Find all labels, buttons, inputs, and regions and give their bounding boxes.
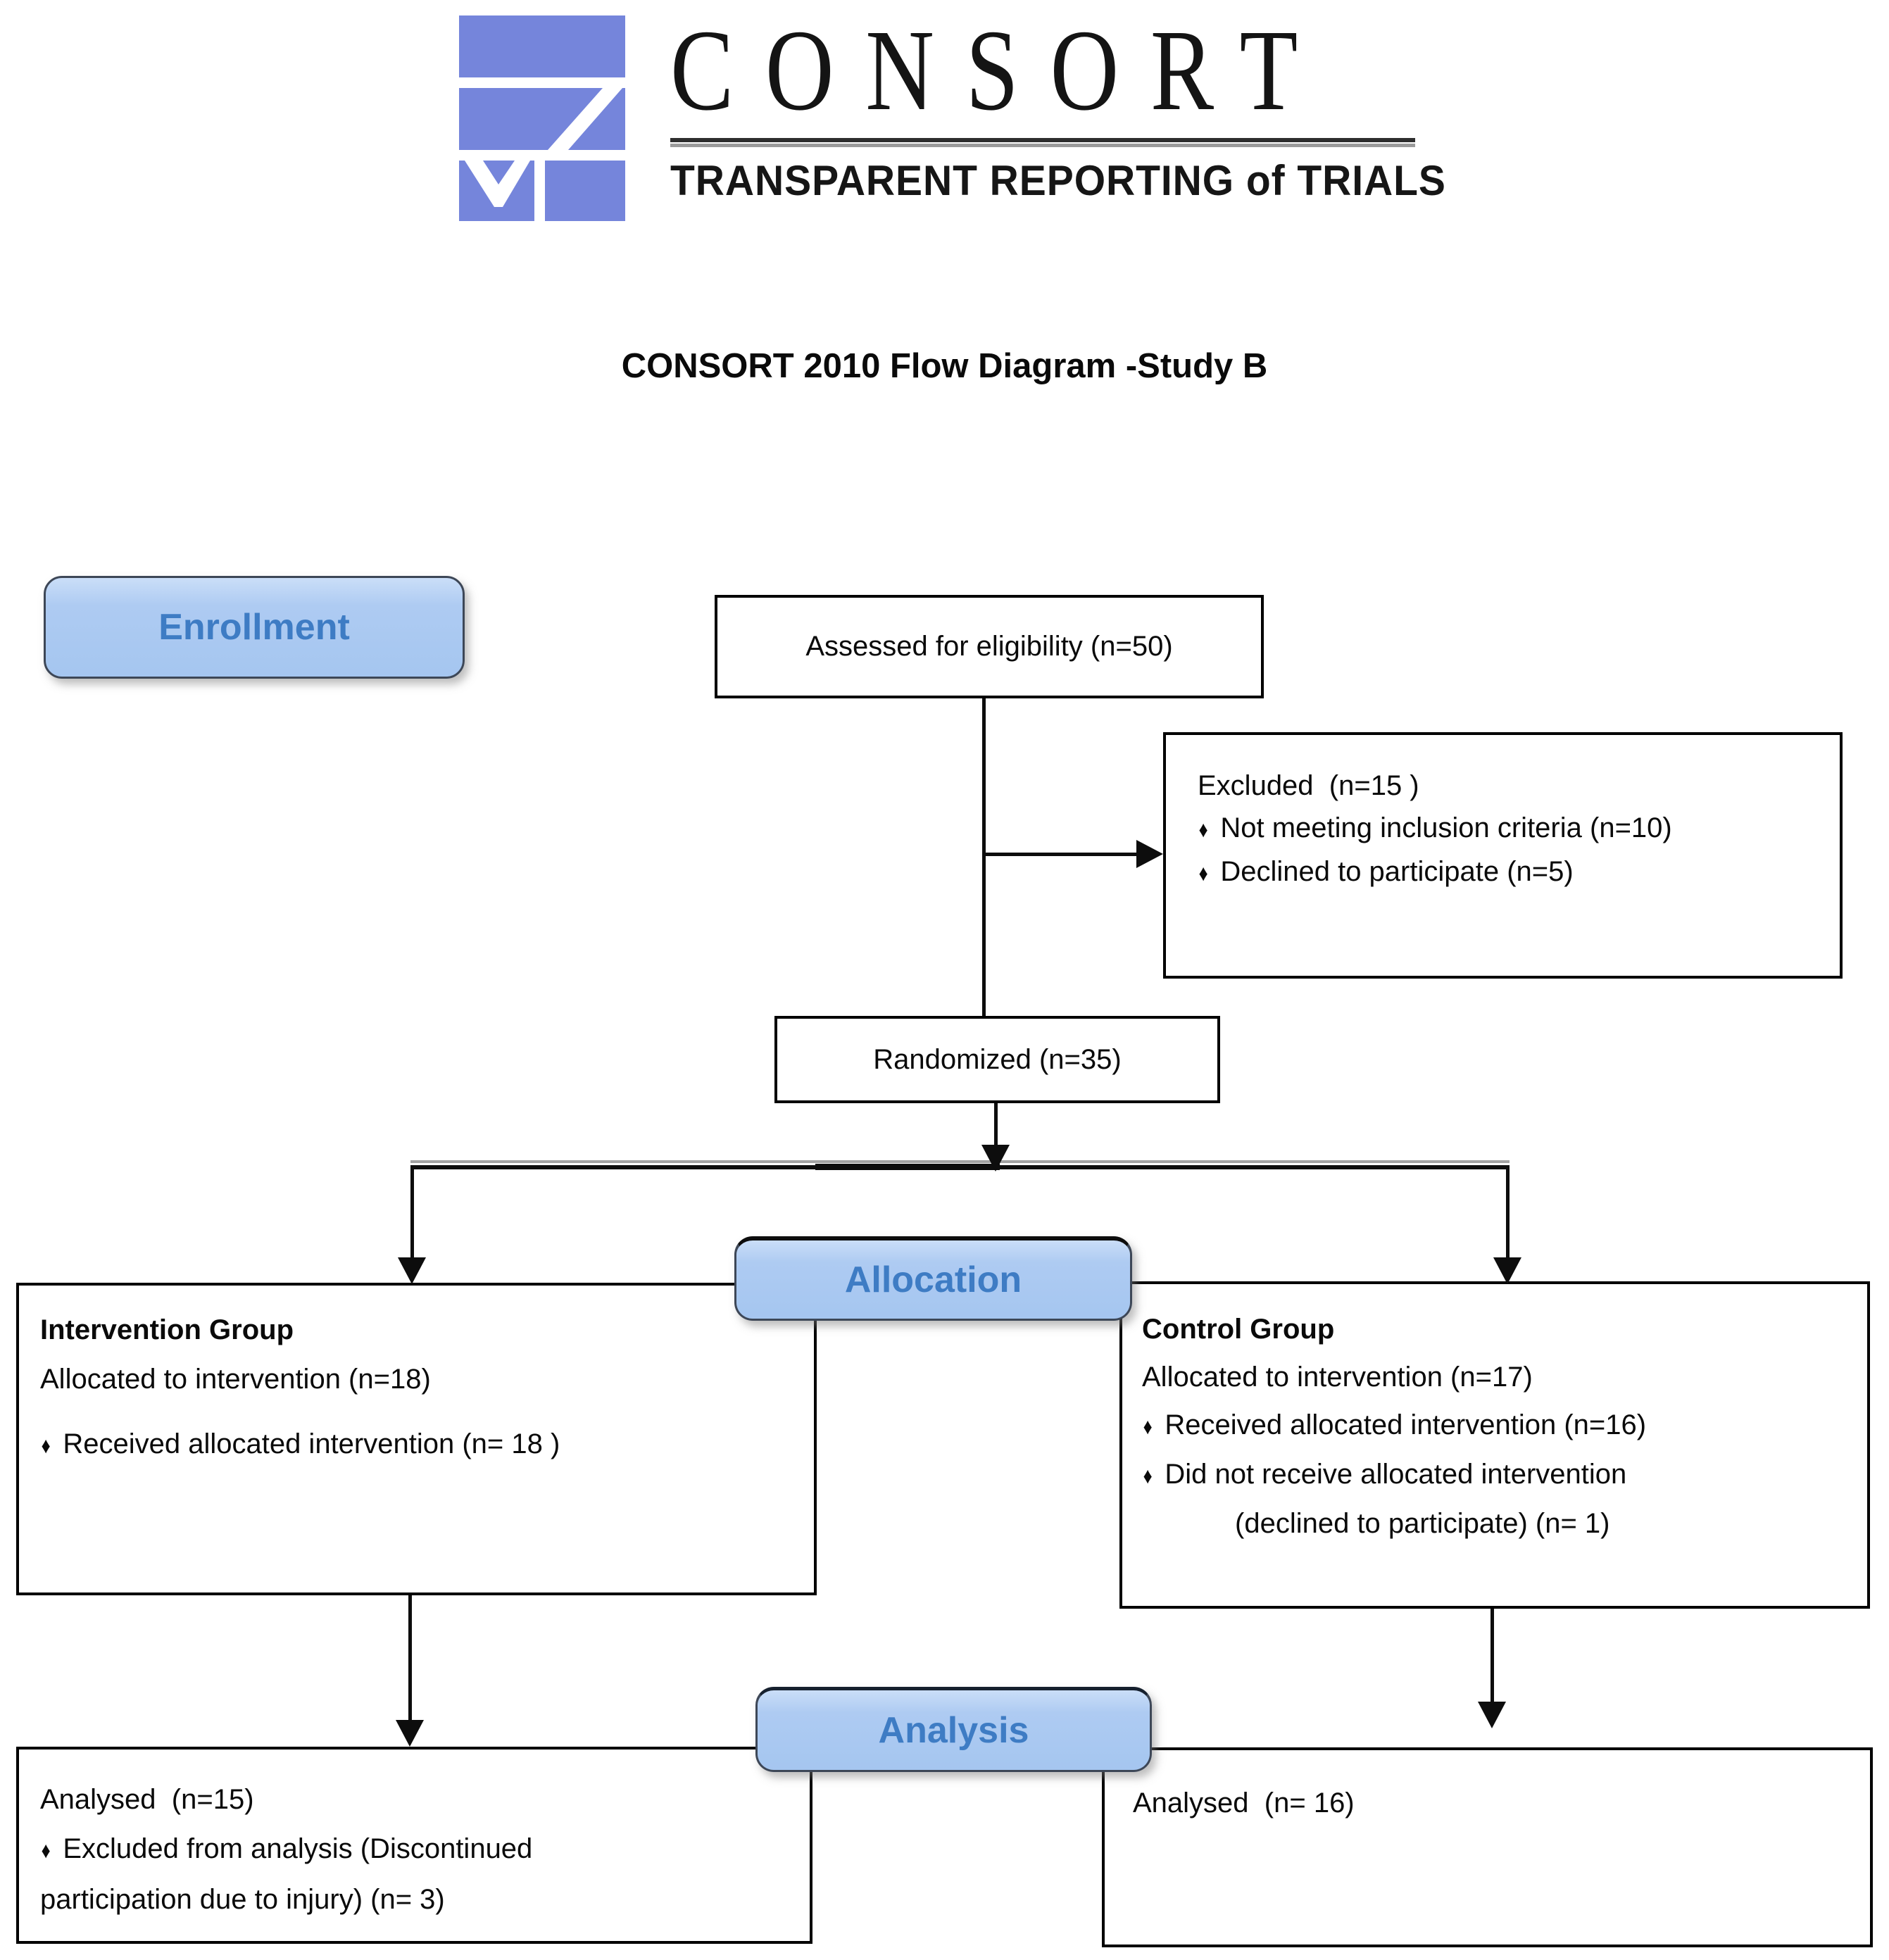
stage-label-analysis-text: Analysis: [878, 1709, 1029, 1751]
consort-wordmark: CONSORT: [670, 6, 1329, 134]
branch-line-shadow: [410, 1160, 1510, 1163]
connector-intervention-to-analysed: [408, 1595, 412, 1722]
intervention-title: Intervention Group: [40, 1314, 294, 1345]
analysed-intervention-title: Analysed (n=15): [40, 1784, 254, 1815]
box-analysed-intervention: Analysed (n=15) ♦ Excluded from analysis …: [16, 1747, 812, 1944]
excluded-bullet-1-text: Not meeting inclusion criteria (n=10): [1220, 812, 1672, 843]
diamond-bullet-icon: ♦: [1143, 1414, 1153, 1439]
page-title: CONSORT 2010 Flow Diagram -Study B: [621, 347, 1268, 385]
branch-line-dark-segment: [815, 1164, 1000, 1170]
control-bullet-2-continuation: (declined to participate) (n= 1): [1235, 1508, 1610, 1539]
randomized-text: Randomized (n=35): [873, 1043, 1122, 1075]
arrowhead-down-intervention-icon: [398, 1257, 426, 1284]
box-control-group: Control Group Allocated to intervention …: [1119, 1281, 1870, 1609]
connector-randomized-to-branch: [994, 1103, 998, 1147]
diamond-bullet-icon: ♦: [1198, 860, 1208, 886]
control-bullet-1-text: Received allocated intervention (n=16): [1165, 1409, 1647, 1440]
control-title: Control Group: [1142, 1314, 1335, 1345]
box-intervention-group: Intervention Group Allocated to interven…: [16, 1283, 817, 1595]
arrowhead-right-excluded-icon: [1136, 840, 1163, 868]
analysed-control-title: Analysed (n= 16): [1133, 1788, 1355, 1818]
logo-divider-gray: [670, 144, 1415, 147]
consort-logo-icon: [459, 15, 625, 221]
analysed-intervention-bullet-1: ♦ Excluded from analysis (Discontinued: [40, 1824, 796, 1875]
arrowhead-down-branch-icon: [981, 1145, 1010, 1171]
diamond-bullet-icon: ♦: [41, 1837, 51, 1863]
excluded-title: Excluded (n=15 ): [1198, 770, 1419, 801]
connector-assessed-to-randomized: [982, 698, 986, 1016]
connector-branch-to-intervention: [410, 1165, 414, 1259]
diamond-bullet-icon: ♦: [1143, 1463, 1153, 1488]
box-randomized: Randomized (n=35): [774, 1016, 1220, 1103]
consort-tagline: TRANSPARENT REPORTING of TRIALS: [670, 157, 1446, 204]
stage-label-enrollment-text: Enrollment: [158, 607, 350, 648]
stage-label-allocation: Allocation: [734, 1236, 1132, 1321]
control-bullet-2: ♦ Did not receive allocated intervention: [1142, 1450, 1853, 1500]
control-allocated: Allocated to intervention (n=17): [1142, 1362, 1533, 1393]
arrowhead-down-control-icon: [1493, 1257, 1521, 1284]
excluded-bullet-2-text: Declined to participate (n=5): [1220, 856, 1574, 887]
analysed-intervention-bullet-1-text: Excluded from analysis (Discontinued: [63, 1833, 533, 1864]
intervention-bullet-1: ♦ Received allocated intervention (n= 18 …: [40, 1419, 800, 1470]
connector-branch-to-control: [1506, 1165, 1510, 1259]
control-bullet-1: ♦ Received allocated intervention (n=16): [1142, 1401, 1853, 1450]
arrowhead-down-analysed-right-icon: [1478, 1702, 1506, 1728]
excluded-bullet-2: ♦ Declined to participate (n=5): [1198, 850, 1826, 894]
connector-to-excluded: [982, 853, 1138, 856]
intervention-bullet-1-text: Received allocated intervention (n= 18 ): [63, 1428, 560, 1459]
analysed-intervention-bullet-1-continuation: participation due to injury) (n= 3): [40, 1884, 445, 1915]
control-bullet-2-text: Did not receive allocated intervention: [1165, 1459, 1627, 1490]
connector-control-to-analysed: [1491, 1609, 1494, 1703]
box-assessed-for-eligibility: Assessed for eligibility (n=50): [715, 595, 1264, 698]
assessed-text: Assessed for eligibility (n=50): [805, 631, 1173, 662]
stage-label-allocation-text: Allocation: [844, 1259, 1022, 1300]
diamond-bullet-icon: ♦: [41, 1433, 51, 1458]
box-analysed-control: Analysed (n= 16): [1102, 1747, 1873, 1947]
logo-divider-dark: [670, 138, 1415, 142]
stage-label-enrollment: Enrollment: [44, 576, 465, 679]
intervention-allocated: Allocated to intervention (n=18): [40, 1364, 431, 1395]
arrowhead-down-analysed-left-icon: [396, 1720, 424, 1747]
stage-label-analysis: Analysis: [755, 1687, 1152, 1772]
diamond-bullet-icon: ♦: [1198, 817, 1208, 842]
box-excluded: Excluded (n=15 ) ♦ Not meeting inclusion …: [1163, 732, 1843, 979]
excluded-bullet-1: ♦ Not meeting inclusion criteria (n=10): [1198, 807, 1826, 850]
